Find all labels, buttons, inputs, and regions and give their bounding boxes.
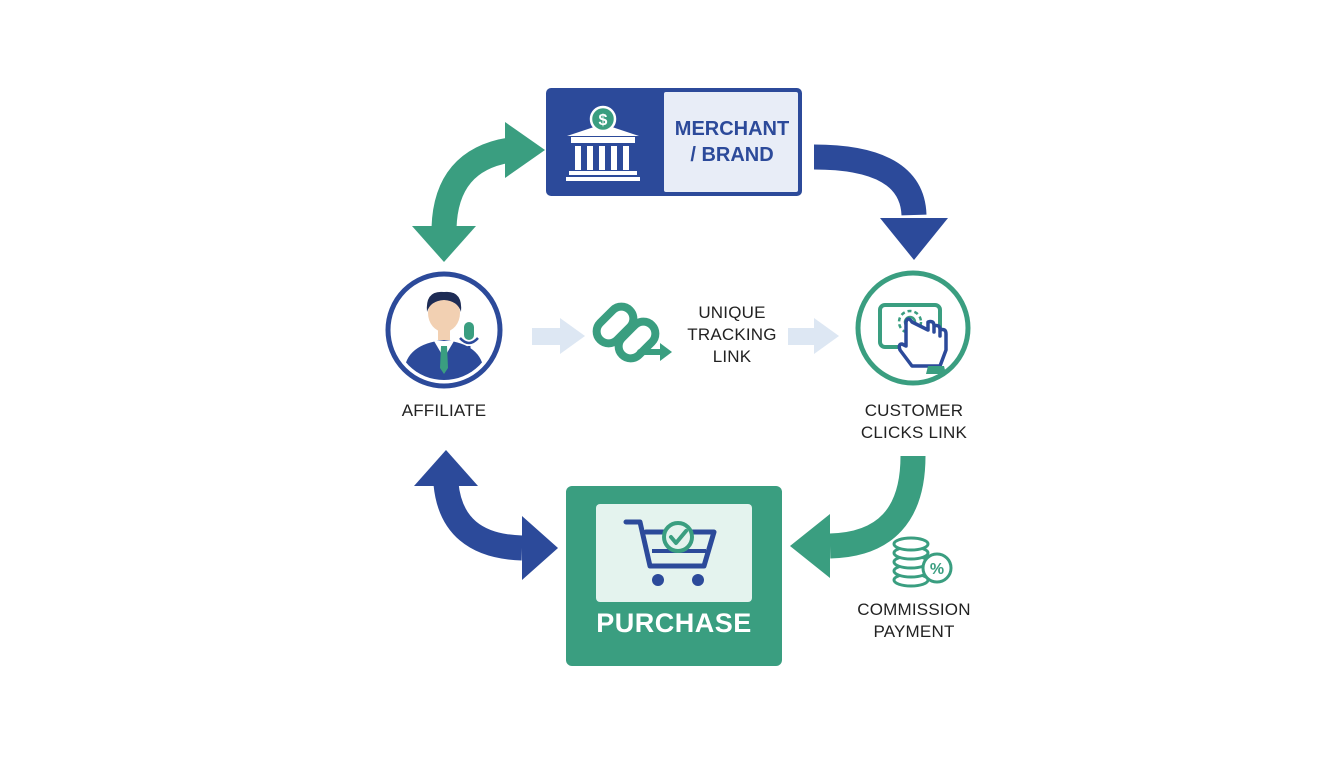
merchant-label: MERCHANT / BRAND <box>674 118 790 166</box>
arrow-link-customer <box>788 318 839 354</box>
arrow-customer-purchase <box>790 455 926 578</box>
shopping-cart-check-icon <box>623 519 717 586</box>
customer-label: CUSTOMER CLICKS LINK <box>860 401 968 442</box>
chain-link-icon <box>592 302 672 363</box>
affiliate-label: AFFILIATE <box>401 401 487 420</box>
arrow-merchant-customer <box>813 144 948 260</box>
svg-text:$: $ <box>599 112 608 129</box>
tablet-tap-icon <box>878 303 948 374</box>
svg-text:%: % <box>930 561 944 578</box>
arrow-purchase-affiliate <box>414 450 558 580</box>
commission-label: COMMISSION PAYMENT <box>857 600 971 641</box>
arrow-affiliate-link <box>532 318 585 354</box>
purchase-node <box>566 486 782 666</box>
customer-node <box>855 270 971 386</box>
merchant-node: $ <box>546 88 802 196</box>
arrow-affiliate-merchant <box>412 122 545 262</box>
coins-percent-icon: % <box>892 536 953 588</box>
affiliate-node <box>385 271 503 389</box>
purchase-label: PURCHASE <box>596 608 752 638</box>
bank-icon: $ <box>566 105 640 181</box>
tracking-link-label: UNIQUE TRACKING LINK <box>687 303 777 366</box>
